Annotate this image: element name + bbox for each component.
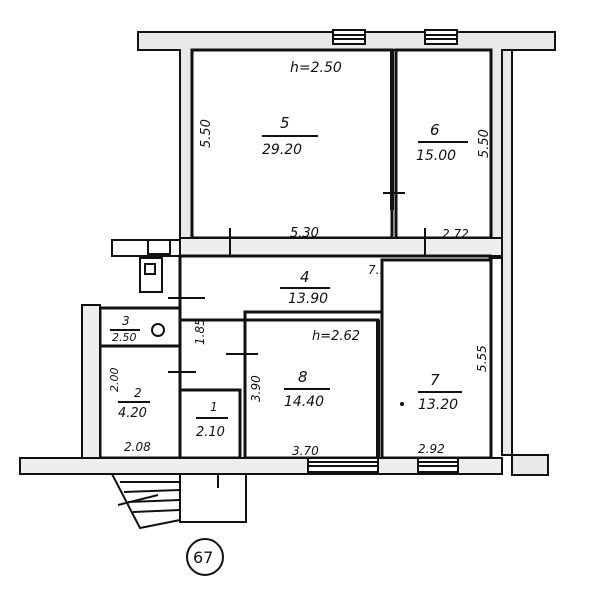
room-6: 6 15.00 5.50 2.72	[383, 48, 493, 241]
dim-room7-height: 5.55	[475, 345, 489, 372]
dim-room8-side: 3.90	[249, 375, 263, 402]
height-top: h=2.50	[290, 60, 342, 76]
room-8-number: 8	[298, 368, 308, 386]
room-7: 7 13.20 5.55 2.92	[380, 258, 493, 460]
dim-room5-height: 5.50	[199, 119, 214, 148]
room-1-number: 1	[210, 400, 218, 414]
corridor-top-wall	[111, 228, 503, 262]
room-5: 5 29.20 h=2.50 5.30 5.50	[190, 48, 394, 241]
room-8-area: 14.40	[284, 394, 324, 410]
dim-room2-width: 2.08	[124, 440, 151, 454]
sheet-number-text: 67	[193, 548, 213, 567]
toilet-icon	[151, 323, 165, 337]
room-6-area: 15.00	[416, 148, 456, 164]
dim-room8-width: 3.70	[292, 444, 319, 458]
room-3-number: 3	[122, 314, 130, 328]
height-middle: h=2.62	[312, 329, 360, 344]
room-7-number: 7	[430, 371, 440, 389]
dim-corridor-bath: 1.85	[193, 318, 207, 345]
room-5-number: 5	[280, 114, 290, 132]
entrance-stairs	[110, 473, 247, 530]
dim-room7-width: 2.92	[418, 442, 445, 456]
right-wall	[501, 49, 549, 476]
window-top-left	[332, 29, 366, 45]
room-5-area: 29.20	[262, 142, 302, 158]
dim-room6-height: 5.50	[477, 129, 492, 158]
room-7-area: 13.20	[418, 397, 458, 413]
room-2-number: 2	[134, 386, 142, 400]
left-wall	[81, 304, 101, 461]
window-top-right	[424, 29, 458, 45]
room-8: 8 14.40 h=2.62 3.90 3.70	[226, 318, 380, 460]
room-4-area: 13.90	[288, 291, 328, 307]
room-4-number: 4	[300, 268, 310, 286]
bottom-wall	[19, 457, 503, 475]
dim-room2-height: 2.00	[108, 368, 121, 393]
room-1-area: 2.10	[196, 425, 225, 440]
room-3-area: 2.50	[112, 331, 137, 344]
room-1: 1 2.10	[178, 388, 242, 460]
room-6-number: 6	[430, 121, 440, 139]
room-2-area: 4.20	[118, 406, 147, 421]
room-3: 3 2.50	[98, 306, 182, 348]
sheet-number: 67	[186, 538, 224, 576]
